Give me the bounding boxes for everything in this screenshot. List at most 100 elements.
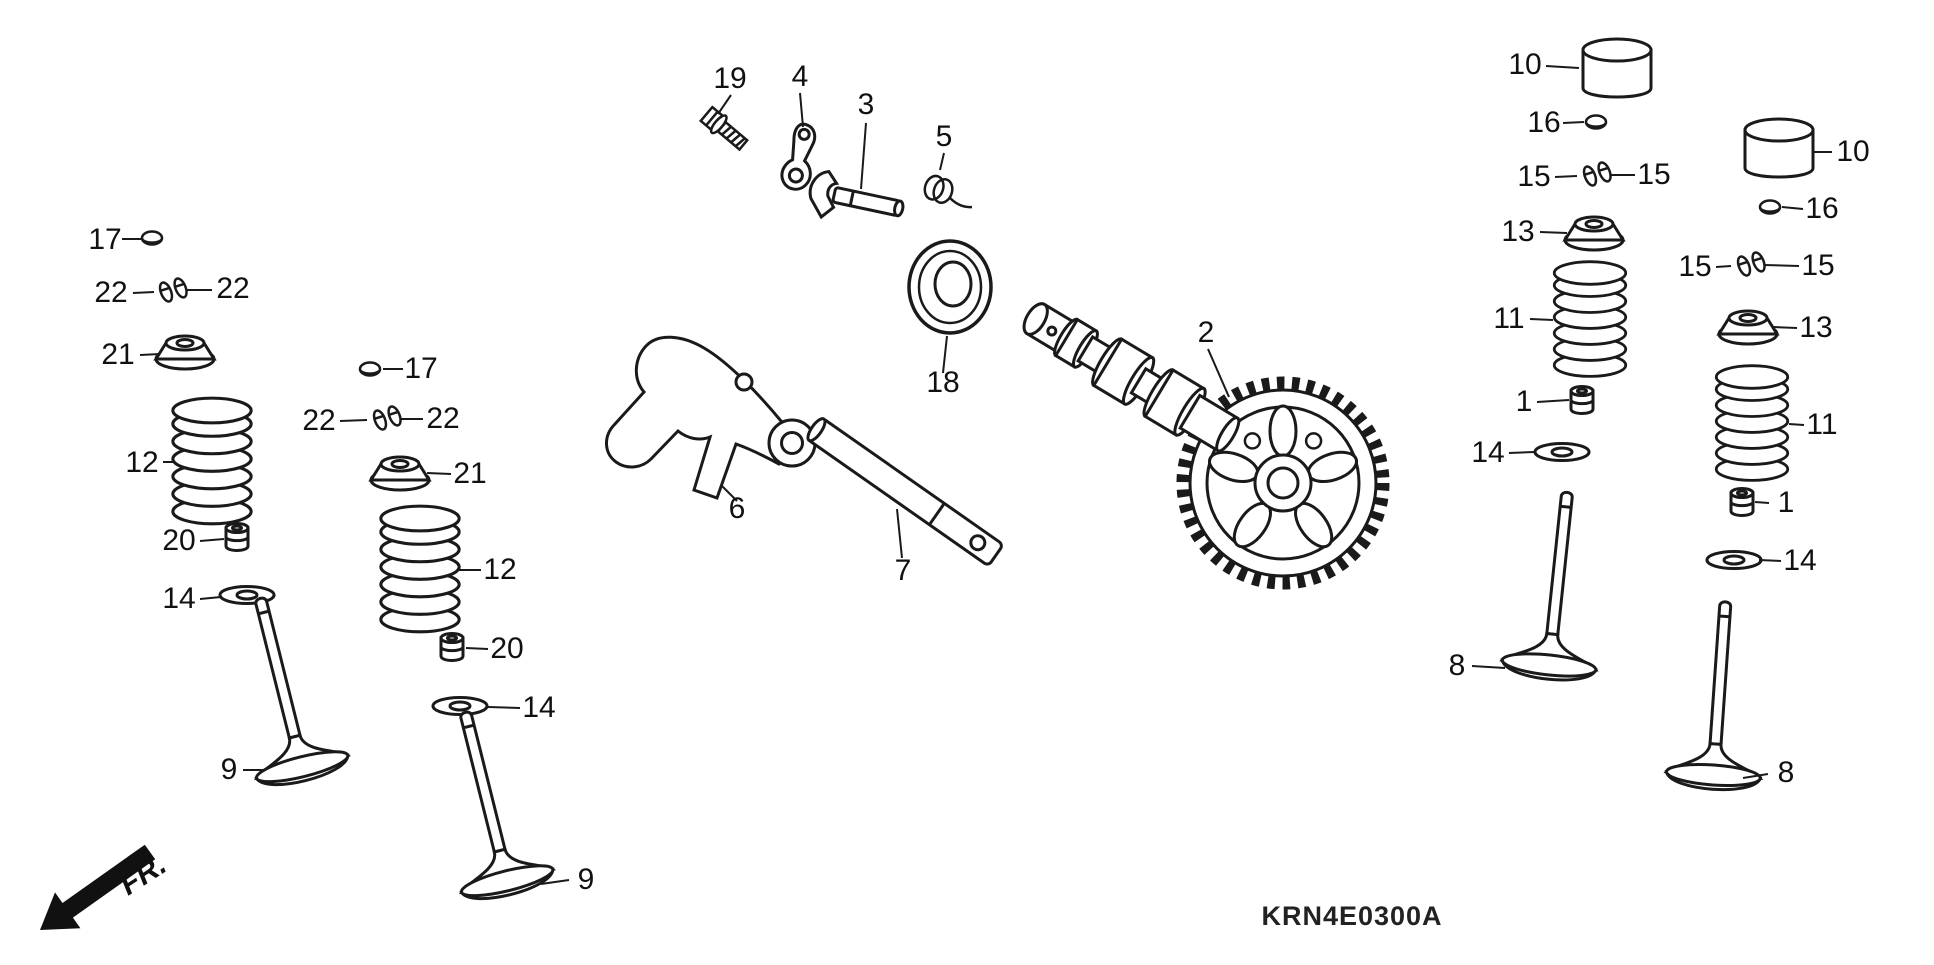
leader-line bbox=[487, 706, 521, 709]
decompressor-shaft bbox=[803, 167, 909, 235]
leader-line bbox=[1471, 665, 1506, 669]
callout-13: 13 bbox=[1799, 311, 1832, 344]
leader-lines bbox=[122, 65, 1832, 885]
callout-11: 11 bbox=[1806, 408, 1837, 441]
callout-18: 18 bbox=[926, 366, 959, 399]
callout-9: 9 bbox=[578, 863, 595, 896]
valve-shim bbox=[140, 230, 164, 246]
callout-8: 8 bbox=[1778, 756, 1795, 789]
valve-stem-seal bbox=[1729, 487, 1755, 517]
valve-spring bbox=[1552, 260, 1628, 378]
callout-12: 12 bbox=[125, 446, 158, 479]
valve-stem-seal bbox=[439, 632, 465, 662]
spring-retainer bbox=[1717, 309, 1779, 346]
spring-retainer bbox=[369, 455, 431, 492]
leader-line bbox=[717, 94, 732, 115]
callout-14: 14 bbox=[522, 691, 555, 724]
spring-retainer bbox=[1563, 215, 1625, 252]
valve-stem-seal bbox=[1569, 385, 1595, 415]
leader-line bbox=[1772, 326, 1798, 329]
leader-line bbox=[1508, 451, 1535, 454]
valve-assembly-left-1 bbox=[140, 230, 353, 794]
callout-12: 12 bbox=[483, 553, 516, 586]
diagram-code: KRN4E0300A bbox=[1261, 901, 1442, 931]
callout-1: 1 bbox=[1778, 486, 1795, 519]
callout-21: 21 bbox=[101, 338, 134, 371]
leader-line bbox=[465, 647, 489, 650]
leader-line bbox=[1536, 399, 1570, 403]
valve-tappet bbox=[1743, 117, 1815, 179]
leader-line bbox=[860, 122, 867, 190]
spring-seat bbox=[1705, 550, 1763, 570]
valve-spring bbox=[1714, 364, 1790, 482]
leader-line bbox=[540, 879, 570, 885]
leader-line bbox=[1539, 231, 1568, 234]
valve-stem-seal bbox=[224, 522, 250, 552]
valve-shim bbox=[1758, 199, 1782, 215]
leader-line bbox=[1763, 264, 1800, 267]
leader-line bbox=[1207, 348, 1230, 398]
leader-line bbox=[339, 419, 368, 422]
spring-seat bbox=[431, 696, 489, 716]
callout-16: 16 bbox=[1805, 192, 1838, 225]
exhaust-valve bbox=[1499, 485, 1616, 686]
callout-15: 15 bbox=[1801, 249, 1834, 282]
spring-retainer bbox=[154, 334, 216, 371]
valve-keepers bbox=[1579, 158, 1615, 190]
callout-13: 13 bbox=[1501, 215, 1534, 248]
callout-2: 2 bbox=[1198, 316, 1215, 349]
leader-line bbox=[1545, 65, 1580, 69]
callout-21: 21 bbox=[453, 457, 486, 490]
rocker-fork bbox=[605, 335, 817, 500]
leader-line bbox=[139, 353, 161, 356]
spring-seat bbox=[1533, 442, 1591, 462]
leader-line bbox=[1742, 773, 1769, 779]
callout-3: 3 bbox=[858, 88, 875, 121]
leader-line bbox=[132, 291, 155, 294]
exhaust-valve bbox=[1663, 597, 1774, 794]
leader-line bbox=[942, 335, 948, 374]
leader-line bbox=[1754, 501, 1770, 504]
valve-assembly-right-2 bbox=[1663, 117, 1815, 794]
callout-14: 14 bbox=[1471, 436, 1504, 469]
valve-shim bbox=[1584, 114, 1608, 130]
callout-8: 8 bbox=[1449, 649, 1466, 682]
callout-4: 4 bbox=[792, 60, 809, 93]
leader-line bbox=[799, 92, 804, 128]
callout-14: 14 bbox=[162, 582, 195, 615]
camshaft bbox=[1022, 302, 1241, 453]
callout-16: 16 bbox=[1527, 106, 1560, 139]
rocker-shaft bbox=[806, 417, 1003, 566]
callout-15: 15 bbox=[1517, 160, 1550, 193]
leader-line bbox=[199, 538, 225, 542]
flange-bolt bbox=[698, 104, 752, 155]
callout-20: 20 bbox=[490, 632, 523, 665]
leader-line bbox=[1781, 206, 1804, 210]
callout-17: 17 bbox=[404, 352, 437, 385]
leader-line bbox=[199, 596, 222, 600]
fr-direction-indicator: FR. bbox=[40, 844, 172, 930]
callout-20: 20 bbox=[162, 524, 195, 557]
leader-line bbox=[896, 508, 903, 559]
valve-spring bbox=[379, 504, 461, 634]
callout-6: 6 bbox=[729, 492, 746, 525]
callout-19: 19 bbox=[713, 62, 746, 95]
callout-15: 15 bbox=[1637, 158, 1670, 191]
leader-line bbox=[1562, 121, 1585, 124]
callout-15: 15 bbox=[1678, 250, 1711, 283]
return-spring bbox=[920, 172, 974, 209]
leader-line bbox=[1554, 175, 1578, 178]
leader-line bbox=[1529, 318, 1554, 321]
leader-line bbox=[939, 152, 945, 171]
callout-1: 1 bbox=[1516, 385, 1533, 418]
valve-spring bbox=[171, 396, 253, 526]
intake-valve bbox=[418, 699, 558, 908]
valve-keepers bbox=[369, 402, 405, 434]
valve-shim bbox=[358, 361, 382, 377]
fr-direction-arrow-icon bbox=[40, 844, 156, 930]
leader-line bbox=[1758, 559, 1782, 562]
callout-22: 22 bbox=[426, 402, 459, 435]
callout-7: 7 bbox=[895, 554, 912, 587]
callout-11: 11 bbox=[1493, 302, 1524, 335]
